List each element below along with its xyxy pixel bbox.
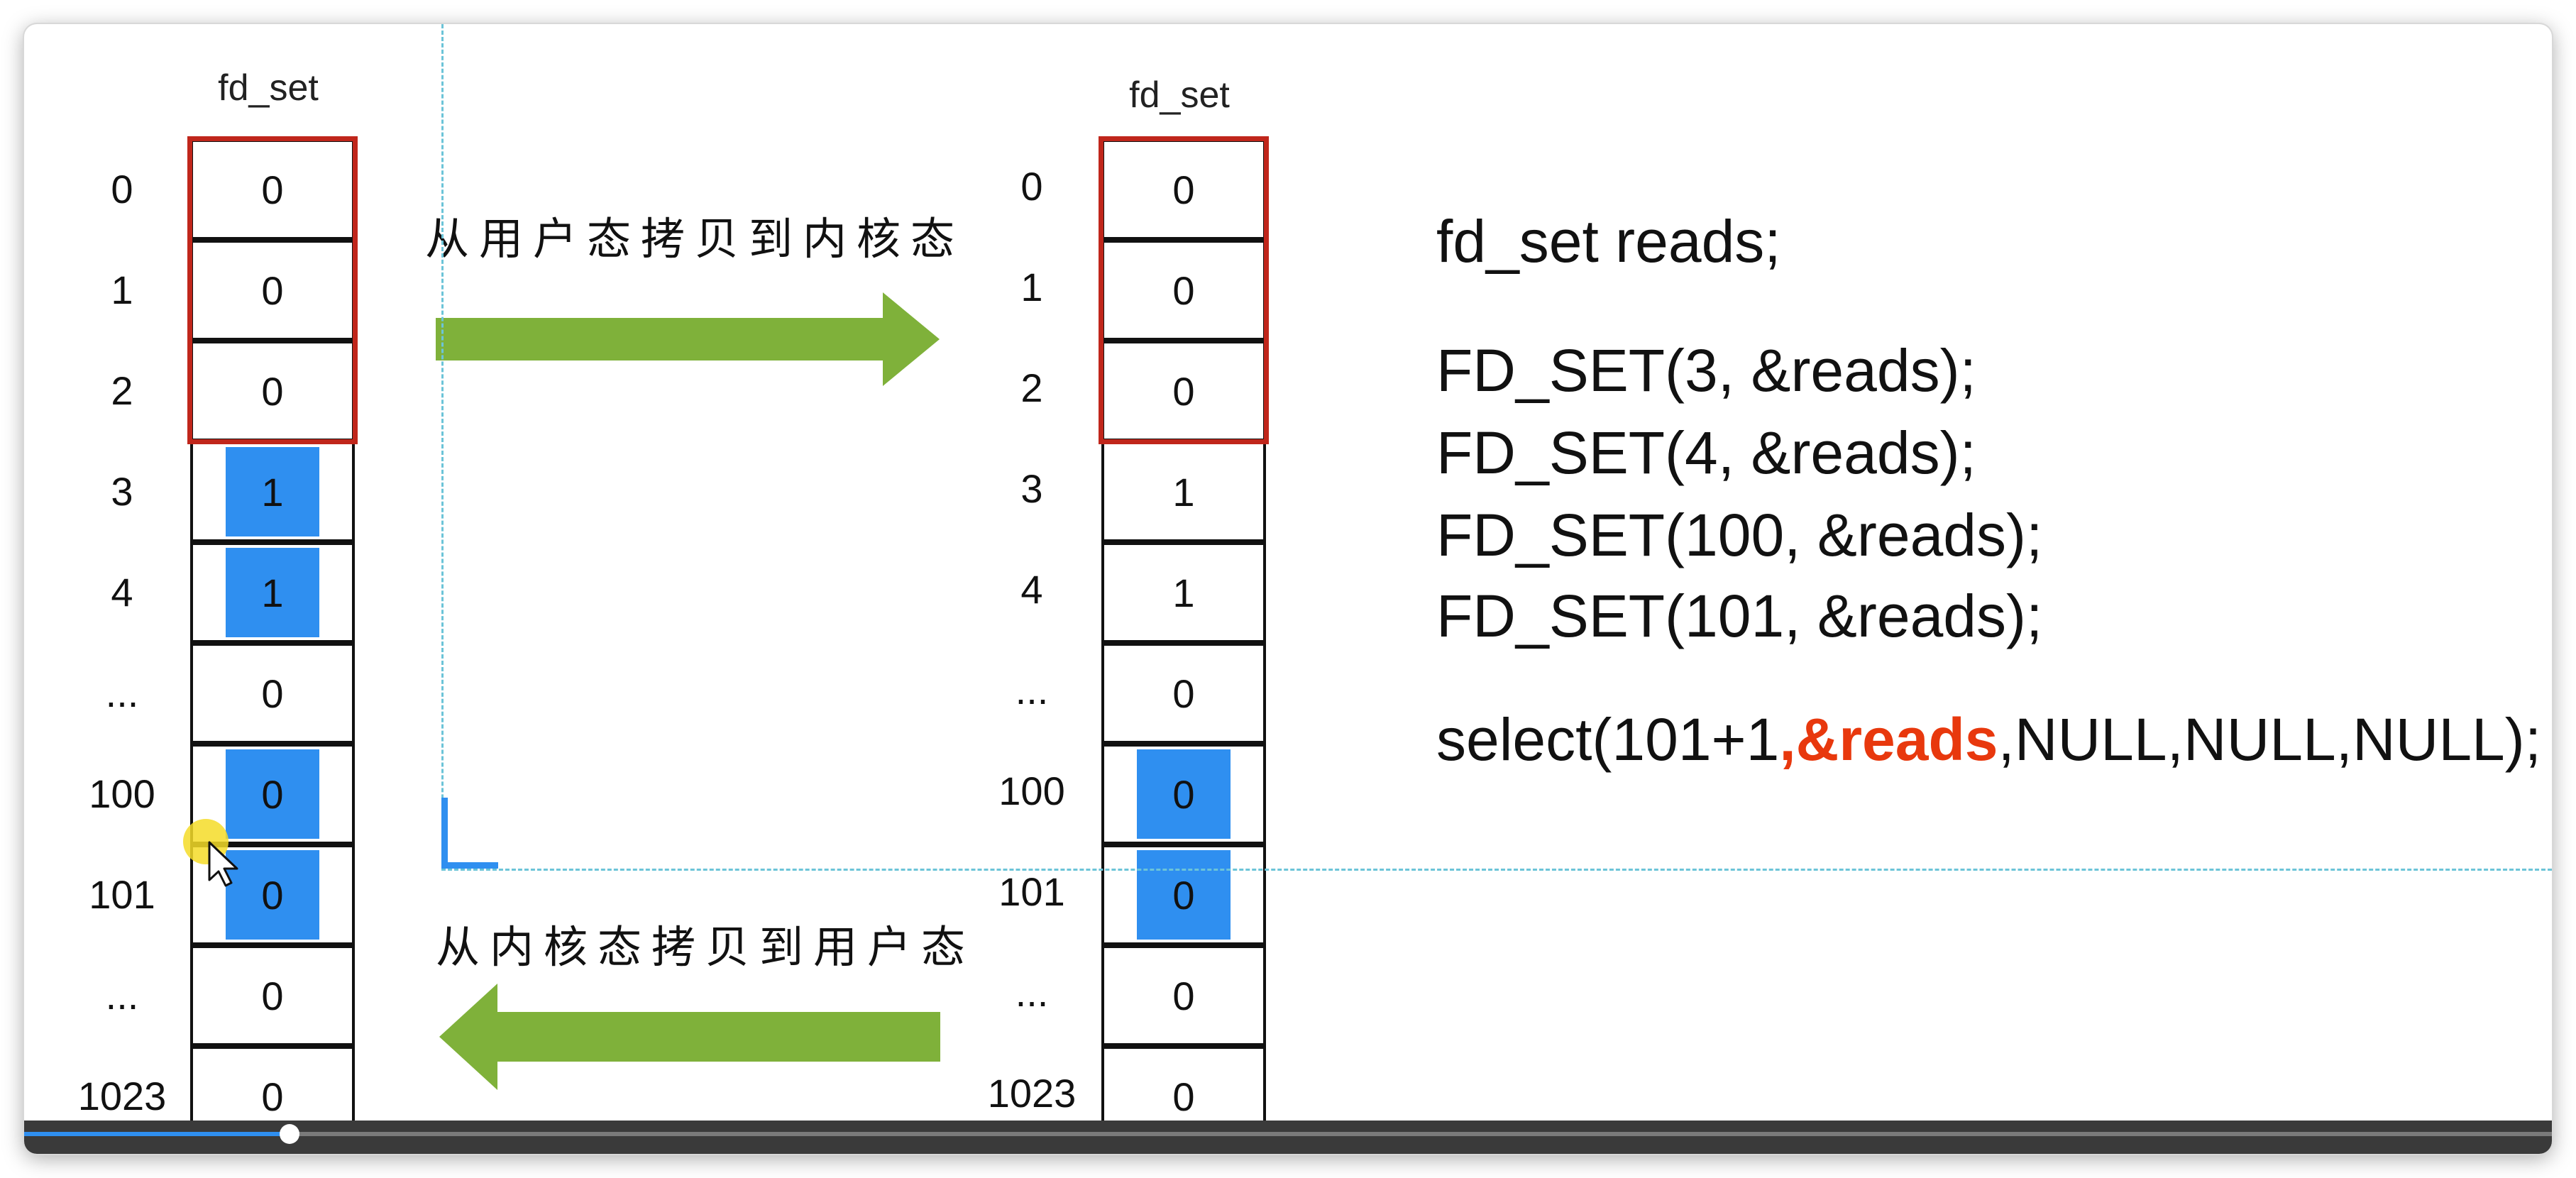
row-index-label: ...: [105, 671, 139, 715]
code-fd-set-line: FD_SET(4, &reads);: [1436, 419, 1976, 486]
highlighted-bit-chip: 0: [1137, 749, 1231, 839]
kernel-table-title: fd_set: [1129, 75, 1230, 116]
fd-set-cell: 1: [1101, 441, 1266, 542]
bit-value: 0: [1172, 1074, 1195, 1119]
selection-corner-handle[interactable]: [441, 798, 498, 869]
bit-value: 1: [1172, 570, 1195, 615]
bit-value: 0: [1172, 268, 1195, 313]
progress-track[interactable]: [24, 1124, 2552, 1144]
mouse-pointer-icon: [208, 841, 238, 887]
fd-set-cell: 0: [1101, 744, 1266, 844]
fd-set-cell: 0: [190, 139, 355, 240]
highlighted-bit-chip: 0: [226, 850, 319, 940]
row-index-label: 1: [1020, 265, 1043, 309]
progress-fill: [24, 1132, 290, 1136]
fd-set-cell: 0: [1101, 139, 1266, 240]
fd-set-cell: 0: [1101, 341, 1266, 441]
fd-set-cell: 0: [190, 844, 355, 945]
row-index-label: 1023: [987, 1071, 1077, 1116]
bit-value: 0: [1172, 973, 1195, 1018]
highlighted-bit-chip: 0: [226, 749, 319, 839]
row-index-label: 101: [89, 872, 155, 917]
row-index-label: 2: [111, 368, 133, 413]
row-index-label: 101: [998, 869, 1065, 914]
row-index-label: 100: [89, 771, 155, 816]
fd-set-cell: 0: [190, 945, 355, 1046]
bit-value: 0: [261, 671, 284, 716]
fd-set-cell: 0: [1101, 240, 1266, 341]
row-index-label: 3: [1020, 466, 1043, 511]
bit-value: 0: [261, 973, 284, 1018]
row-index-label: 1: [111, 268, 133, 312]
fd-set-cell: 0: [190, 341, 355, 441]
code-select-line: select(101+1,&reads,NULL,NULL,NULL);: [1436, 705, 2541, 774]
fd-set-cell: 0: [1101, 945, 1266, 1046]
code-fd-set-line: FD_SET(101, &reads);: [1436, 583, 2043, 649]
row-index-label: 0: [1020, 164, 1043, 209]
highlighted-bit-chip: 1: [226, 447, 319, 536]
fd-set-cell: 0: [1101, 844, 1266, 945]
fd-set-cell: 0: [190, 643, 355, 744]
bit-value: 1: [1172, 469, 1195, 514]
fd-set-cell: 1: [1101, 542, 1266, 643]
bit-value: 0: [261, 167, 284, 212]
highlighted-bit-chip: 0: [1137, 850, 1231, 940]
fd-set-cell: 0: [1101, 643, 1266, 744]
bit-value: 0: [261, 1074, 284, 1119]
row-index-label: ...: [105, 973, 139, 1018]
fd-set-cell: 0: [190, 744, 355, 844]
row-index-label: 4: [1020, 567, 1043, 612]
code-fd-set-line: FD_SET(100, &reads);: [1436, 502, 2043, 568]
row-index-label: 0: [111, 167, 133, 211]
fd-set-cell: 1: [190, 441, 355, 542]
bit-value: 0: [1172, 671, 1195, 716]
highlighted-bit-chip: 1: [226, 548, 319, 637]
code-declare-line: fd_set reads;: [1436, 208, 1781, 275]
row-index-label: 3: [111, 469, 133, 514]
fd-set-cell: 0: [190, 240, 355, 341]
arrow-left-icon: [439, 984, 940, 1090]
row-index-label: ...: [1015, 668, 1049, 712]
video-player-bar: [24, 1121, 2552, 1154]
bit-value: 0: [1172, 167, 1195, 212]
row-index-label: ...: [1015, 970, 1049, 1015]
select-highlight-arg: ,&reads: [1779, 706, 1998, 773]
guide-line-horizontal: [441, 869, 2552, 871]
top-arrow-label: 从用户态拷贝到内核态: [425, 213, 965, 265]
row-index-label: 1023: [77, 1074, 167, 1118]
fd-set-cell: 1: [190, 542, 355, 643]
bit-value: 0: [261, 268, 284, 313]
row-index-label: 100: [998, 769, 1065, 813]
bit-value: 0: [1172, 368, 1195, 414]
guide-line-vertical: [441, 24, 444, 869]
code-fd-set-line: FD_SET(3, &reads);: [1436, 337, 1976, 404]
row-index-label: 4: [111, 570, 133, 615]
user-table-title: fd_set: [218, 67, 319, 109]
select-suffix: ,NULL,NULL,NULL);: [1998, 706, 2542, 773]
row-index-label: 2: [1020, 365, 1043, 410]
bottom-arrow-label: 从内核态拷贝到用户态: [436, 921, 976, 973]
select-prefix: select(101+1: [1436, 706, 1780, 773]
arrow-right-icon: [436, 292, 940, 386]
progress-thumb[interactable]: [280, 1124, 299, 1144]
bit-value: 0: [261, 368, 284, 414]
